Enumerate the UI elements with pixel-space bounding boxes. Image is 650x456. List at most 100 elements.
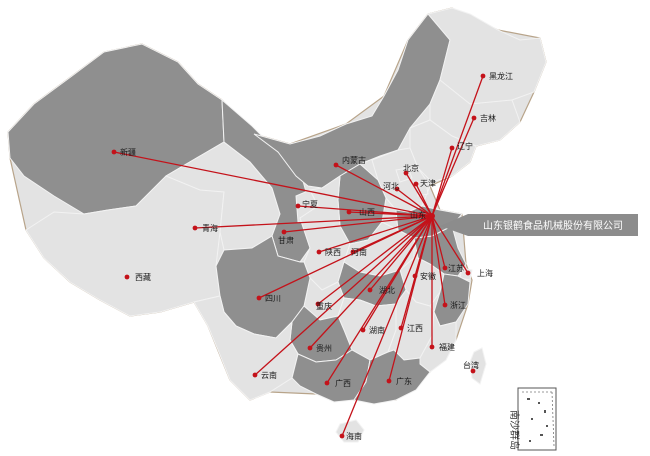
hq-province-label: 山东 [410,210,426,220]
province-label-gansu: 甘肃 [278,235,294,245]
province-label-anhui: 安徽 [420,271,436,281]
route-line-guizhou [309,215,433,349]
province-label-shaanxi: 陕西 [325,247,341,257]
province-label-jilin: 吉林 [480,113,496,123]
province-label-shanghai: 上海 [477,268,493,278]
province-marker-ningxia [295,203,301,209]
province-marker-yunnan [252,372,258,378]
province-label-zhejiang: 浙江 [450,300,466,310]
inset-island [540,434,543,436]
route-line-beijing [405,172,433,217]
route-line-guangdong [388,215,433,382]
province-regions [7,7,547,443]
hq-callout-box [468,214,638,236]
inset-island [546,425,548,427]
hq-callout-pointer [440,214,468,236]
province-marker-gansu [281,229,287,235]
province-markers [111,73,486,439]
province-marker-xinjiang [111,149,117,155]
province-marker-jiangsu [442,265,448,271]
province-marker-shanxi [346,209,352,215]
route-line-zhejiang [431,215,446,306]
route-line-tianjin [415,183,433,217]
province-marker-shanghai [465,270,471,276]
inset-island [531,418,533,420]
route-line-xinjiang [113,151,433,217]
province-marker-henan [350,249,356,255]
province-marker-zhejiang [442,302,448,308]
province-marker-tianjin [413,181,419,187]
province-marker-jiangxi [398,325,404,331]
province-label-henan: 河南 [351,247,367,257]
province-label-beijing: 北京 [403,163,419,173]
province-region-fujian [419,311,457,373]
province-label-hunan: 湖南 [369,325,385,335]
province-marker-beijing [403,170,409,176]
province-marker-hebei [394,186,400,192]
hq-marker [429,213,435,219]
inset-islands [527,398,548,442]
province-marker-hunan [360,327,366,333]
province-marker-shaanxi [316,249,322,255]
inset-island [538,402,540,404]
route-line-hainan [341,215,433,437]
province-label-taiwan: 台湾 [463,360,479,370]
hq-callout: 山东银鹤食品机械股份有限公司 [440,214,638,236]
province-marker-guizhou [307,345,313,351]
province-label-tianjin: 天津 [420,178,436,188]
province-marker-guangxi [324,380,330,386]
province-label-fujian: 福建 [439,342,455,352]
province-marker-fujian [429,344,435,350]
route-line-guangxi [326,215,433,384]
province-marker-sichuan [256,295,262,301]
province-region-taiwan [469,347,487,385]
province-label-yunnan: 云南 [261,370,277,380]
province-marker-liaoning [449,145,455,151]
province-marker-guangdong [386,378,392,384]
inset-island [544,410,546,413]
inset-frame [517,387,557,451]
inset-island [529,440,531,442]
route-line-hubei [369,215,433,291]
distribution-routes [113,75,484,437]
province-marker-hainan [339,433,345,439]
province-label-jiangxi: 江西 [407,324,423,333]
inset-dashed-line [522,391,555,447]
route-line-jiangsu [431,215,446,269]
province-label-ningxia: 宁夏 [302,199,318,209]
province-label-chongqing: 重庆 [316,301,332,311]
route-line-neimenggu [335,164,433,217]
province-label-xizang: 西藏 [135,272,151,282]
route-line-shaanxi [318,215,433,253]
route-line-ningxia [297,205,433,217]
province-marker-qinghai [192,225,198,231]
route-line-yunnan [254,215,433,376]
province-marker-hubei [367,287,373,293]
province-label-jiangsu: 江苏 [448,263,464,273]
province-label-guizhou: 贵州 [316,343,332,353]
route-line-qinghai [194,215,433,229]
inset-label: 南沙群岛 [508,410,521,450]
province-region-beijing [395,167,413,183]
province-label-sichuan: 四川 [265,294,281,303]
province-label-shanxi: 山西 [359,207,375,217]
province-marker-taiwan [470,368,476,374]
province-marker-neimenggu [333,162,339,168]
province-marker-chongqing [315,301,321,307]
route-line-sichuan [258,215,433,299]
inset-island [527,398,530,400]
province-label-hubei: 湖北 [379,286,395,295]
province-marker-jilin [471,115,477,121]
province-marker-xizang [124,274,130,280]
route-line-jilin [431,117,475,217]
province-labels: 黑龙江吉林辽宁内蒙古北京天津河北山西宁夏新疆青海甘肃陕西河南江苏安徽上海浙江湖北… [120,71,513,441]
route-line-heilongjiang [431,75,484,217]
south-china-sea-inset: 南沙群岛 [508,387,557,451]
province-marker-heilongjiang [480,73,486,79]
province-label-xinjiang: 新疆 [120,147,136,157]
province-label-hebei: 河北 [383,181,399,191]
route-line-hebei [396,188,433,217]
province-region-jilin [429,79,521,147]
